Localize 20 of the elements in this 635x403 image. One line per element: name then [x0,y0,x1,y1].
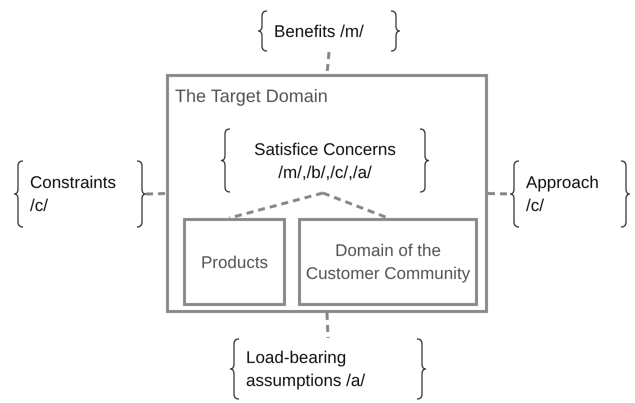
brace-group [258,10,400,52]
node-label: Benefits /m/ [274,20,364,42]
node-label: Constraints /c/ [30,172,117,217]
node-label: Approach /c/ [526,172,600,217]
node-label: Load-bearing assumptions /a/ [246,347,366,392]
brace-group [14,160,146,228]
connector-line [228,192,324,220]
connector-line [146,192,166,196]
frame-title: The Target Domain [175,85,328,108]
brace-group [221,128,429,193]
domain-frame [166,74,488,313]
node-label: Satisfice Concerns /m/,/b/,/c/,/a/ [253,138,397,184]
process-box [298,218,478,306]
brace-group [510,160,630,228]
connector-line [322,192,389,220]
node-label: Domain of the Customer Community [304,240,472,285]
process-box [183,218,286,306]
node-label: Products [200,252,268,274]
connector-line [326,312,330,338]
brace-group [230,338,426,400]
